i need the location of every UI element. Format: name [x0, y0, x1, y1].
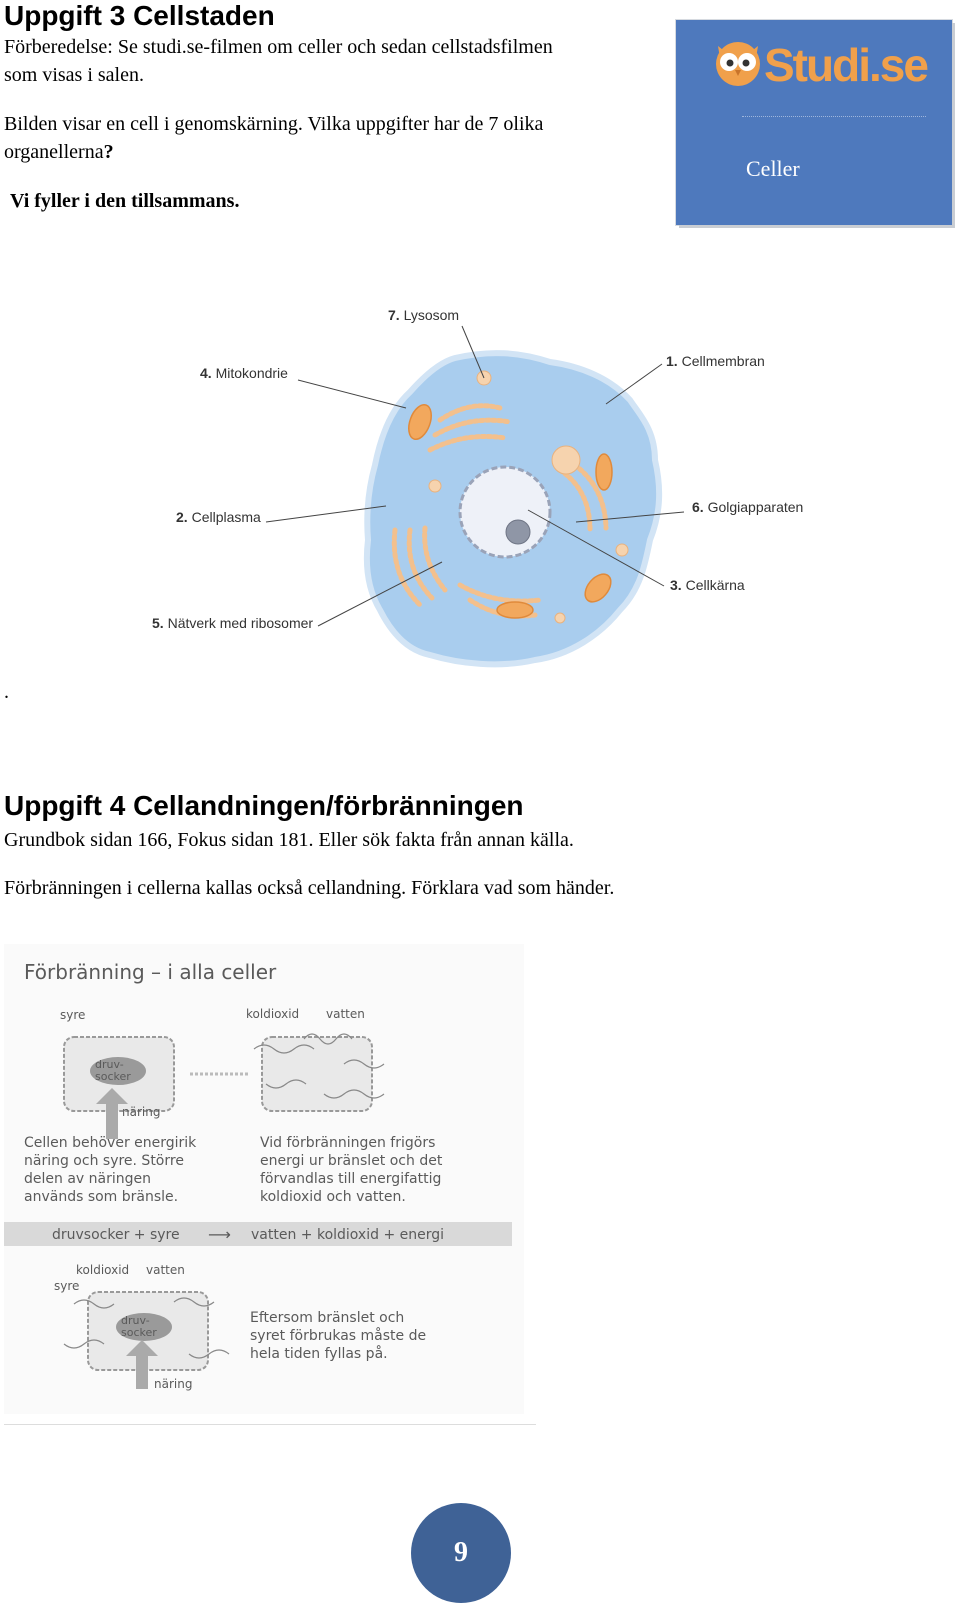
- label-golgiapparaten: 6. Golgiapparaten: [692, 499, 803, 515]
- card-caption: Celler: [746, 156, 800, 181]
- arrow-up-nutrition-bottom: [126, 1340, 158, 1389]
- equation-left: druvsocker + syre: [52, 1227, 180, 1243]
- label-vatten-top: vatten: [326, 1007, 365, 1021]
- leader-lines: [265, 325, 685, 627]
- nucleus: [458, 465, 552, 559]
- label-socker-bottom: socker: [121, 1326, 157, 1339]
- label-cellplasma: 2. Cellplasma: [176, 509, 261, 525]
- wavy-lines-bottom: [63, 1297, 230, 1359]
- task4-title: Uppgift 4 Cellandningen/förbränningen: [4, 790, 524, 821]
- label-druv-top: druv-: [95, 1058, 124, 1071]
- combustion-figure-svg: Förbränning – i alla celler syre druv- s…: [4, 944, 524, 1414]
- nucleolus: [505, 519, 531, 545]
- wavy-lines-right: [253, 1033, 385, 1099]
- glucose-blob-bottom: [116, 1313, 172, 1341]
- label-syre-top: syre: [60, 1008, 85, 1022]
- label-lysosom: 7. Lysosom: [388, 307, 459, 323]
- task3-title: Uppgift 3 Cellstaden: [4, 0, 275, 31]
- studi-card: Studi.se Celler: [676, 20, 952, 225]
- task3-prep-line1: Förberedelse: Se studi.se-filmen om cell…: [4, 36, 553, 58]
- label-natverk-med-ribosomer: 5. Nätverk med ribosomer: [152, 615, 313, 631]
- combustion-figure: Förbränning – i alla celler syre druv- s…: [4, 944, 536, 1425]
- label-naring-top: näring: [122, 1105, 160, 1119]
- task4-question: Förbränningen i cellerna kallas också ce…: [4, 877, 615, 899]
- studi-logo-text: Studi.se: [764, 39, 929, 91]
- task3-together: Vi fyller i den tillsammans.: [10, 190, 240, 212]
- arrow-up-nutrition-top: [96, 1088, 128, 1139]
- label-koldioxid-bottom: koldioxid: [76, 1263, 129, 1277]
- mitochondria: [408, 403, 613, 619]
- task3-question-line2: organellerna?: [4, 138, 114, 167]
- label-cellkarna: 3. Cellkärna: [670, 577, 745, 593]
- task3-prep-line2: som visas i salen.: [4, 64, 144, 86]
- glucose-blob-left: [90, 1057, 146, 1085]
- label-syre-bottom: syre: [54, 1279, 79, 1293]
- owl-logo-icon: [716, 42, 760, 86]
- task3-question-line1: Bilden visar en cell i genomskärning. Vi…: [4, 113, 544, 135]
- label-naring-bottom: näring: [154, 1377, 192, 1391]
- card-divider: [742, 116, 926, 117]
- label-mitokondrie: 4. Mitokondrie: [200, 365, 288, 381]
- equation-arrow: ⟶: [208, 1225, 231, 1244]
- figure-title: Förbränning – i alla celler: [24, 960, 277, 984]
- cell-diagram: 7. Lysosom 4. Mitokondrie 1. Cellmembran…: [152, 307, 803, 668]
- label-druv-bottom: druv-: [121, 1314, 150, 1327]
- label-cellmembran: 1. Cellmembran: [666, 353, 765, 369]
- right-text-block: Vid förbränningen frigörs energi ur brän…: [260, 1135, 447, 1205]
- stray-dot: .: [4, 681, 9, 703]
- equation-right: vatten + koldioxid + energi: [251, 1227, 444, 1243]
- equation-band: [4, 1222, 512, 1246]
- bottom-text-block: Eftersom bränslet och syret förbrukas må…: [250, 1310, 431, 1362]
- label-vatten-bottom: vatten: [146, 1263, 185, 1277]
- left-text-block: Cellen behöver energirik näring och syre…: [24, 1135, 201, 1205]
- vesicles: [428, 370, 629, 624]
- label-koldioxid-top: koldioxid: [246, 1007, 299, 1021]
- label-socker-top: socker: [95, 1070, 131, 1083]
- task4-source: Grundbok sidan 166, Fokus sidan 181. Ell…: [4, 829, 574, 851]
- page-number-badge: 9: [411, 1503, 511, 1603]
- question-mark: ?: [103, 141, 114, 163]
- question-text: organellerna: [4, 141, 104, 163]
- cell-icon-right: [261, 1036, 373, 1112]
